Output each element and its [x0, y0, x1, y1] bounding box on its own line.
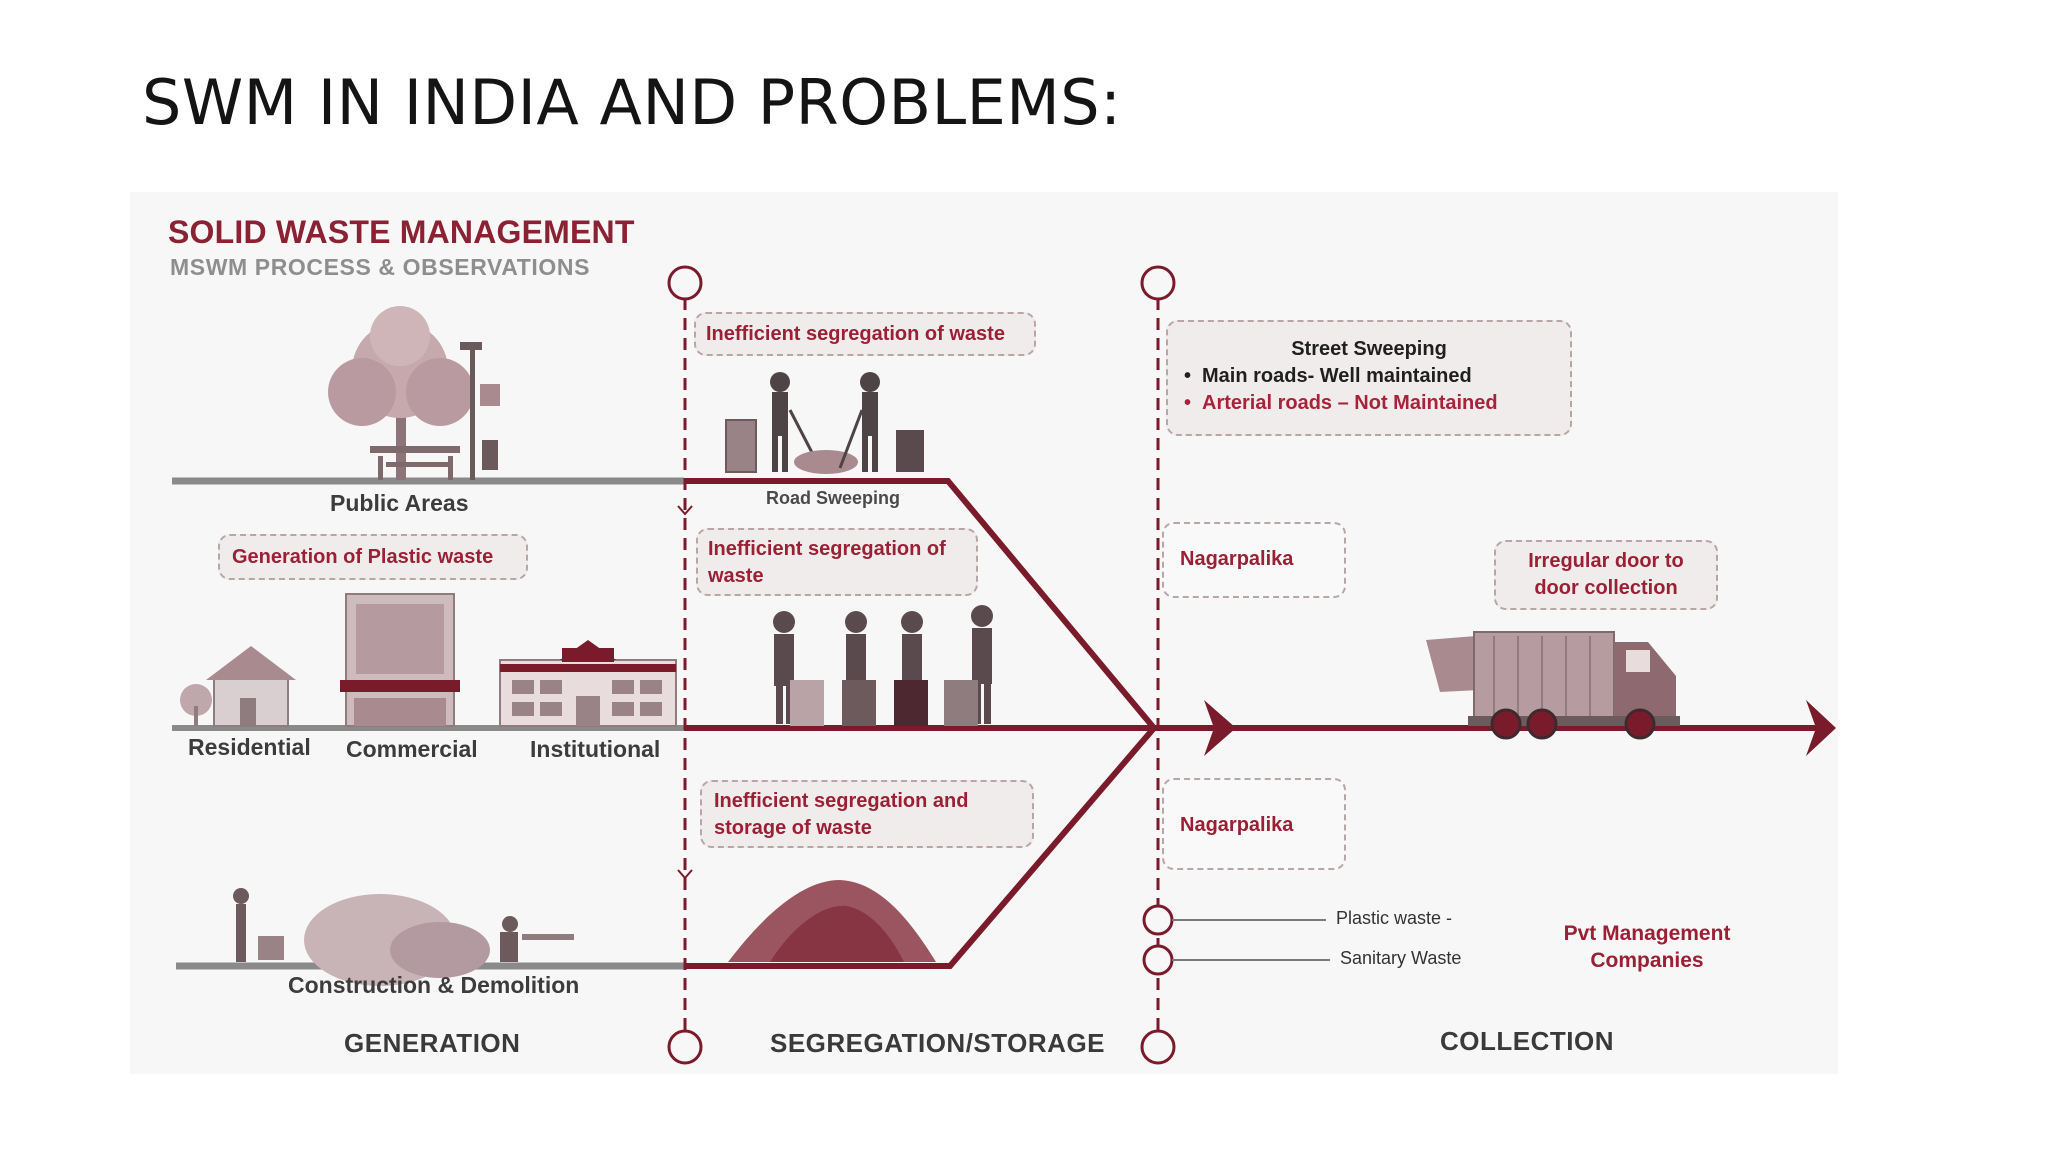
divider-node [1140, 265, 1176, 301]
tree-icon [328, 306, 474, 480]
street-sweeping-title: Street Sweeping [1291, 338, 1447, 360]
collection-node-sanitary [1142, 944, 1174, 976]
arrow-right-icon [1806, 700, 1836, 756]
callout-segregation-mid: Inefficient segregation of waste [696, 528, 978, 596]
label-commercial: Commercial [346, 736, 478, 762]
label-plastic-waste: Plastic waste - [1336, 908, 1453, 928]
callout-segregation-top: Inefficient segregation of waste [694, 312, 1036, 356]
institution-building-icon [499, 640, 677, 727]
label-residential: Residential [188, 734, 311, 760]
callout-plastic-generation: Generation of Plastic waste [218, 534, 528, 580]
house-icon [180, 646, 296, 727]
collection-node-plastic [1142, 904, 1174, 936]
label-construction: Construction & Demolition [288, 972, 580, 998]
label-road-sweeping: Road Sweeping [766, 488, 901, 508]
street-sweeping-main-roads: Main roads- Well maintained [1184, 363, 1554, 390]
callout-irregular-collection: Irregular door to door collection [1494, 540, 1718, 610]
office-building-icon [340, 593, 460, 727]
callout-nagarpalika-1: Nagarpalika [1162, 522, 1346, 598]
label-pvt-management: Pvt Management Companies [1563, 922, 1731, 973]
divider-node [1140, 1029, 1176, 1065]
street-sweeping-arterial-roads: Arterial roads – Not Maintained [1184, 390, 1554, 417]
callout-nagarpalika-2: Nagarpalika [1162, 778, 1346, 870]
label-public-areas: Public Areas [330, 490, 469, 516]
waste-bins-people-icon [773, 605, 993, 726]
arrow-right-icon [1204, 700, 1236, 756]
divider-node [667, 265, 703, 301]
phase-segregation-storage: SEGREGATION/STORAGE [770, 1028, 1106, 1058]
divider-node [667, 1029, 703, 1065]
callout-street-sweeping: Street Sweeping Main roads- Well maintai… [1166, 320, 1572, 436]
infographic-subtitle: MSWM PROCESS & OBSERVATIONS [170, 254, 591, 280]
street-lamp-icon [460, 342, 500, 480]
nagarpalika-2-text: Nagarpalika [1180, 814, 1294, 836]
slide-title: SWM IN INDIA AND PROBLEMS: [142, 66, 1122, 139]
callout-segregation-mid-text: Inefficient segregation of waste [708, 538, 946, 587]
callout-segregation-bottom: Inefficient segregation and storage of w… [700, 780, 1034, 848]
chevron-down-icon [677, 505, 693, 516]
label-institutional: Institutional [530, 736, 661, 762]
waste-heap-icon [728, 880, 936, 962]
nagarpalika-1-text: Nagarpalika [1180, 548, 1294, 570]
callout-segregation-bottom-text: Inefficient segregation and storage of w… [714, 790, 969, 839]
garbage-truck-icon [1426, 631, 1680, 740]
irregular-collection-text: Irregular door to door collection [1528, 550, 1684, 599]
callout-plastic-generation-text: Generation of Plastic waste [232, 546, 494, 568]
debris-pile-icon [233, 888, 574, 986]
phase-collection: COLLECTION [1440, 1026, 1614, 1056]
phase-generation: GENERATION [344, 1028, 521, 1058]
callout-segregation-top-text: Inefficient segregation of waste [706, 323, 1005, 345]
bench-icon [370, 446, 460, 480]
chevron-down-icon [677, 869, 693, 880]
sweeper-people-icon [725, 372, 924, 474]
infographic-title: SOLID WASTE MANAGEMENT [168, 214, 635, 250]
label-sanitary-waste: Sanitary Waste [1340, 948, 1462, 968]
